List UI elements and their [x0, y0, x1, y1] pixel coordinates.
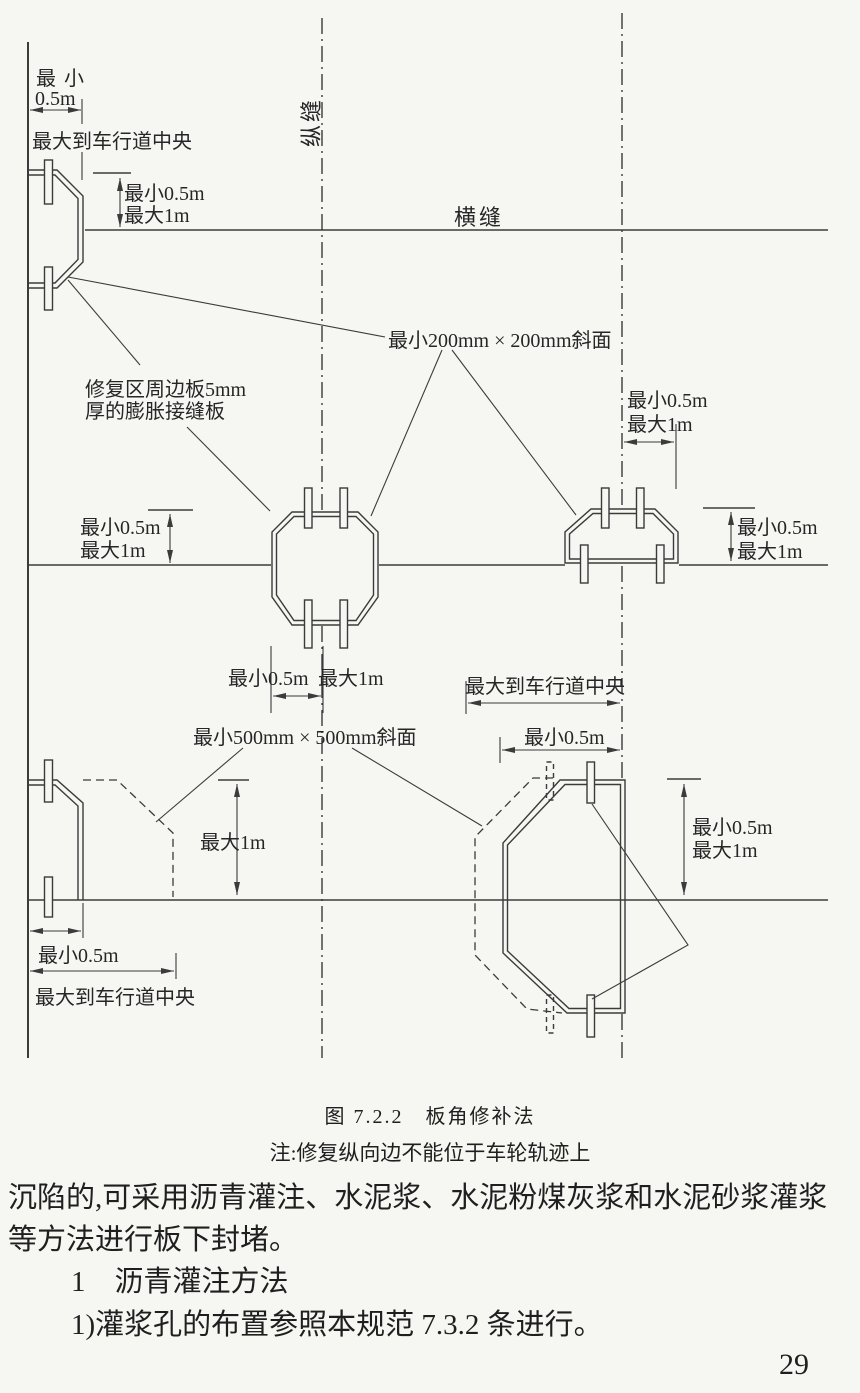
patch-outline-inner: [28, 784, 79, 900]
dowel-bar: [303, 599, 313, 649]
body-list-item-1-1: 1)灌浆孔的布置参照本规范 7.3.2 条进行。: [71, 1309, 603, 1341]
dowel-bar: [339, 487, 349, 529]
label-min-0-5m-right-top: 最小0.5m: [627, 389, 708, 412]
dowel-bar: [586, 761, 596, 804]
patch-max-extent-dashed: [474, 777, 563, 1014]
label-min-0-5m-right-side: 最小0.5m: [737, 516, 818, 539]
leader-lines: [67, 276, 577, 827]
label-min-0-5m-bottom-right-top: 最小0.5m: [524, 726, 605, 749]
leader-500mm-to-right-octagon: [351, 747, 483, 827]
label-repair-board-line1: 修复区周边板5mm: [85, 378, 247, 401]
label-max-to-lane-center-bottom-right: 最大到车行道中央: [465, 675, 625, 698]
figure-7-2-2-diagram: 最小 0.5m 最大到车行道中央 纵缝 横缝 最小0.5m 最大1m 最小200…: [27, 13, 828, 1058]
center-octagon-repair-patch: [271, 487, 379, 649]
label-max-1m-bottom-right-side: 最大1m: [692, 839, 758, 862]
label-transverse-joint: 横缝: [454, 205, 504, 230]
dowel-pointer-line: [591, 803, 689, 1000]
body-paragraph-line-1: 沉陷的,可采用沥青灌注、水泥浆、水泥粉煤灰浆和水泥砂浆灌浆: [8, 1182, 828, 1214]
label-min: 最小: [36, 67, 92, 90]
patch-outline-outer: [28, 779, 84, 900]
dowel-bar: [635, 487, 645, 529]
label-max-1m-top-left: 最大1m: [124, 204, 190, 227]
patch-outline-outer: [28, 169, 84, 289]
label-min-0-5m-bottom-right-side: 最小0.5m: [692, 816, 773, 839]
dowel-bar: [303, 487, 313, 529]
dowel-bar: [43, 876, 54, 918]
bottom-right-repair-patch: [474, 761, 689, 1038]
patch-outline-inner: [275, 515, 375, 622]
patch-max-extent-dashed: [83, 779, 174, 897]
body-list-item-1: 1 沥青灌注方法: [71, 1266, 289, 1298]
patch-outline-outer: [271, 511, 379, 626]
label-max-1m-center-left: 最大1m: [80, 539, 146, 562]
leader-200mm-to-octagon: [370, 349, 443, 517]
label-min-500mm-chamfer: 最小500mm × 500mm斜面: [193, 726, 417, 749]
label-longitudinal-joint: 纵缝: [299, 97, 324, 147]
dowel-bar: [586, 994, 596, 1038]
leader-repair-board-to-octagon: [186, 426, 271, 512]
leader-to-repair-board-label: [67, 279, 141, 366]
label-max-1m-right-top: 最大1m: [627, 413, 693, 436]
leader-to-200mm-label: [67, 276, 386, 338]
dowel-bar: [600, 487, 610, 529]
patch-outline-outer: [564, 508, 679, 564]
dowel-bar: [43, 759, 54, 803]
page-number: 29: [779, 1348, 809, 1381]
dowel-bar-dashed: [545, 761, 555, 801]
leader-500mm-to-left-patch: [155, 747, 244, 823]
label-0-5m: 0.5m: [35, 88, 76, 110]
label-min-0-5m-center-left: 最小0.5m: [80, 516, 161, 539]
dowel-bar: [655, 544, 665, 584]
label-max-1m-second-row: 最大1m: [318, 667, 384, 690]
bottom-left-repair-patch: [28, 759, 174, 918]
label-max-1m-right-side: 最大1m: [737, 540, 803, 563]
body-paragraph-line-2: 等方法进行板下封堵。: [8, 1224, 299, 1256]
patch-outline-outer: [502, 779, 626, 1014]
label-max-1m-bottom-left: 最大1m: [200, 831, 266, 854]
dim-extension-line: [270, 646, 324, 713]
label-max-to-lane-center-top-left: 最大到车行道中央: [32, 130, 192, 153]
dimension-lines: [30, 99, 755, 979]
figure-caption: 图 7.2.2 板角修补法: [324, 1106, 536, 1128]
dowel-bar: [43, 159, 54, 205]
joint-lines: [27, 13, 828, 1058]
patch-outline-inner: [568, 512, 675, 560]
patch-outline-inner: [506, 783, 622, 1010]
figure-note: 注:修复纵向边不能位于车轮轨迹上: [269, 1141, 591, 1165]
label-min-200mm-chamfer: 最小200mm × 200mm斜面: [388, 329, 612, 352]
dowel-bar: [579, 544, 589, 584]
label-repair-board-line2: 厚的膨胀接缝板: [85, 400, 225, 423]
label-min-0-5m-bottom-left: 最小0.5m: [38, 944, 119, 967]
leader-200mm-to-right-patch: [451, 349, 577, 516]
dowel-bar-dashed: [545, 994, 555, 1034]
top-left-repair-patch: [28, 159, 84, 311]
dowel-bar: [43, 266, 54, 311]
label-min-0-5m-top-left: 最小0.5m: [124, 182, 205, 205]
label-min-0-5m-second-row: 最小0.5m: [228, 667, 309, 690]
right-middle-repair-patch: [564, 487, 679, 584]
dowel-bar: [339, 599, 349, 649]
label-max-to-lane-center-bottom-left: 最大到车行道中央: [35, 986, 195, 1009]
